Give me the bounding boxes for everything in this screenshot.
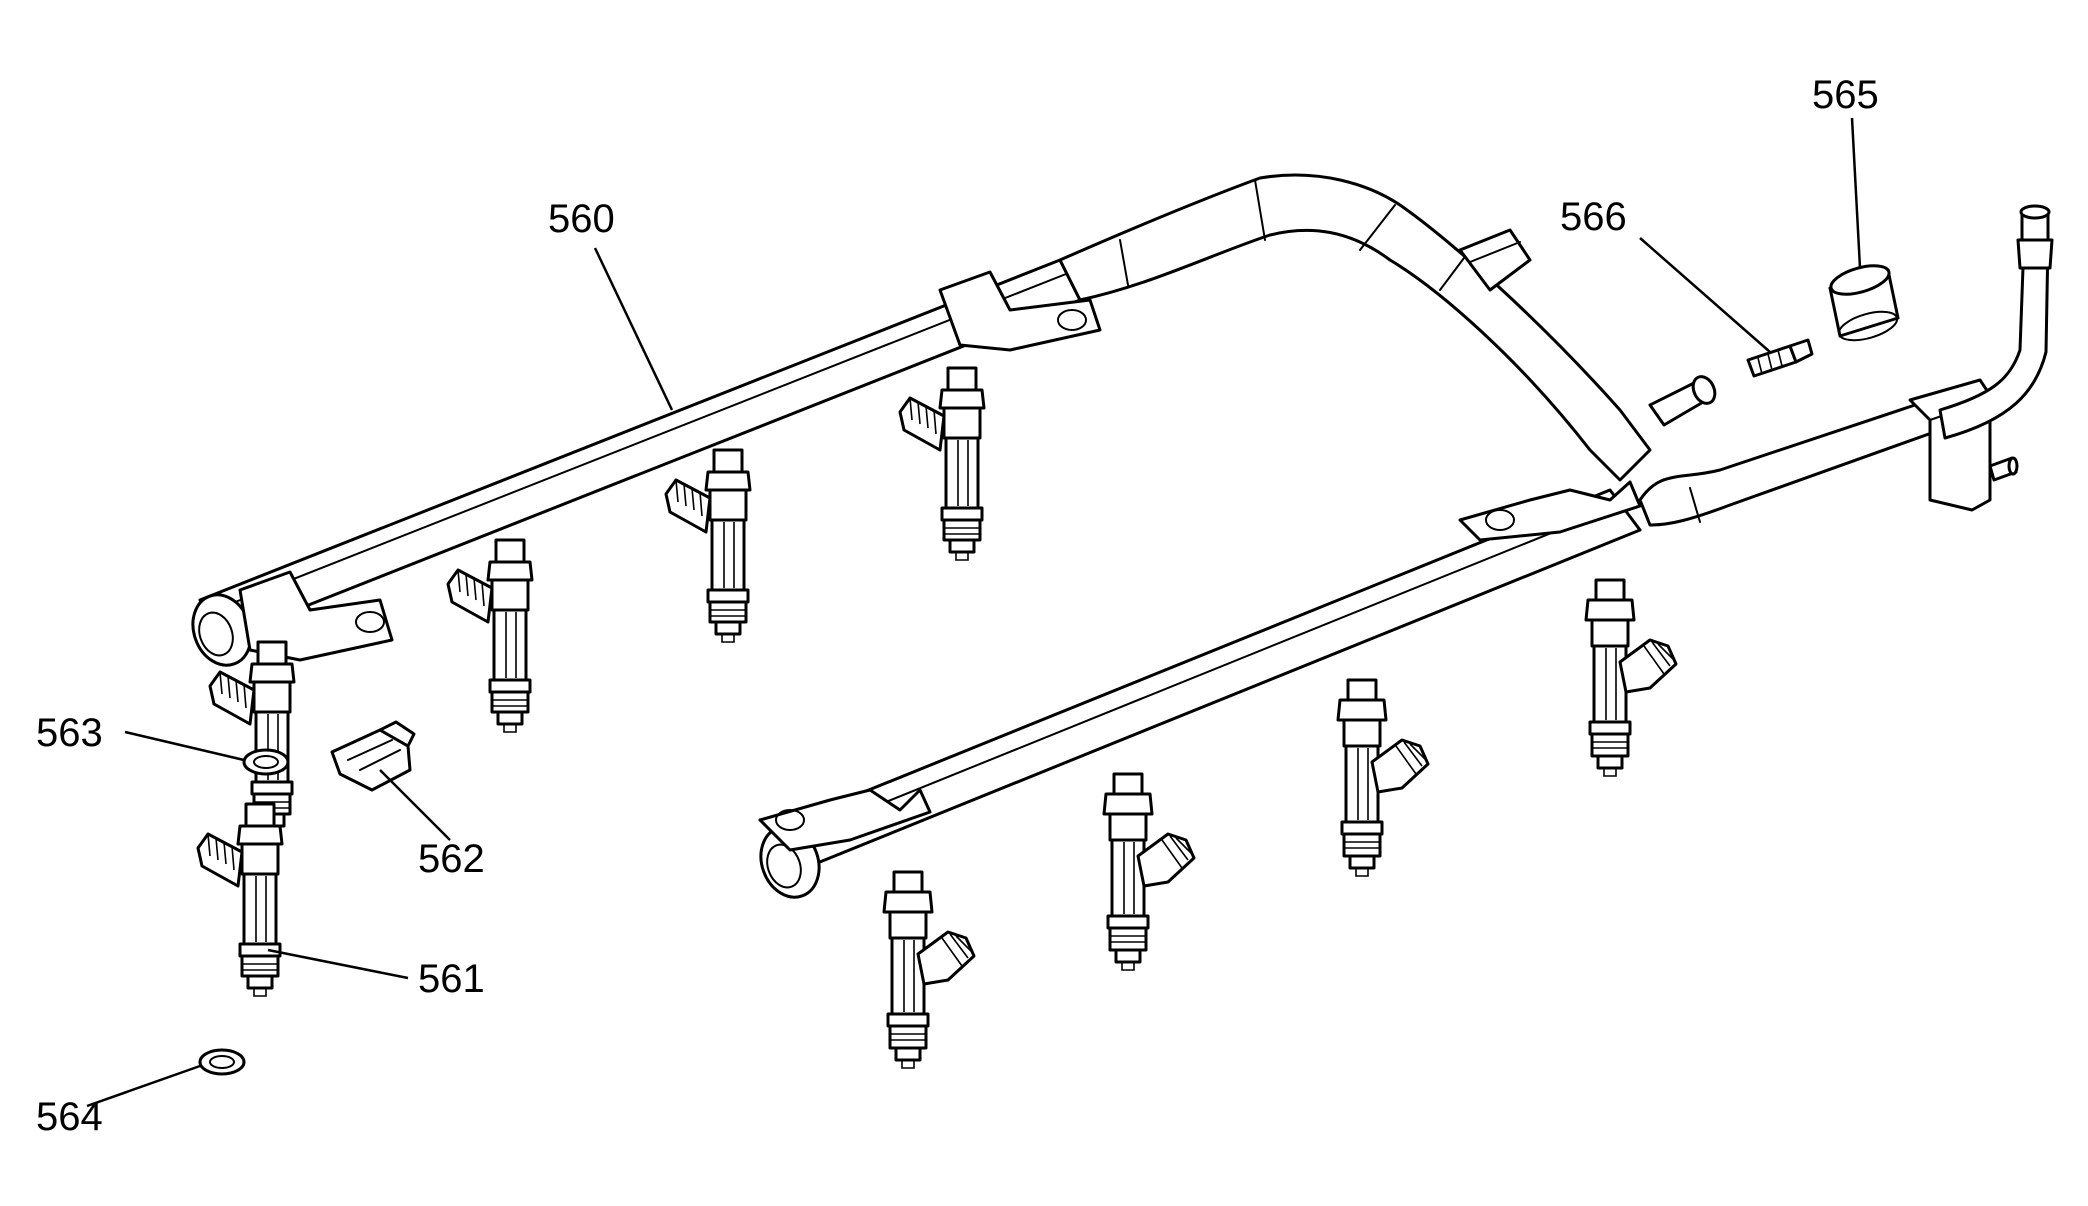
- callout-565: 565: [1812, 73, 1879, 117]
- injector-right-2: [1102, 772, 1196, 972]
- lower-o-ring: [198, 1048, 246, 1076]
- injector-right-1: [882, 870, 976, 1070]
- injector-retainer-clip: [330, 720, 416, 792]
- leader-lines: [86, 117, 1862, 1108]
- leader-565: [1850, 117, 1862, 269]
- injector-right-4: [1584, 578, 1678, 778]
- injectors-left-bank: [208, 366, 986, 836]
- injector-right-3: [1336, 678, 1430, 878]
- leader-562: [379, 769, 451, 841]
- leader-560: [593, 247, 674, 411]
- callout-562: 562: [418, 837, 485, 881]
- callout-564: 564: [36, 1095, 103, 1139]
- leader-564: [86, 1064, 201, 1108]
- callout-560: 560: [548, 197, 615, 241]
- leader-561: [267, 948, 409, 980]
- injector-left-3: [664, 448, 752, 644]
- injector-left-2: [446, 538, 534, 734]
- callout-561: 561: [418, 957, 485, 1001]
- schrader-valve: [1746, 338, 1814, 378]
- fuel-rail: [191, 173, 2054, 899]
- valve-cap: [1828, 264, 1900, 342]
- leader-566: [1639, 237, 1771, 353]
- injector-left-4: [898, 366, 986, 562]
- callout-labels: 560 561 562 563 564 565 566: [36, 73, 1879, 1139]
- upper-o-ring: [242, 748, 290, 776]
- callout-563: 563: [36, 711, 103, 755]
- callout-566: 566: [1560, 195, 1627, 239]
- leader-563: [124, 730, 245, 762]
- fuel-injector-loose: [196, 802, 284, 998]
